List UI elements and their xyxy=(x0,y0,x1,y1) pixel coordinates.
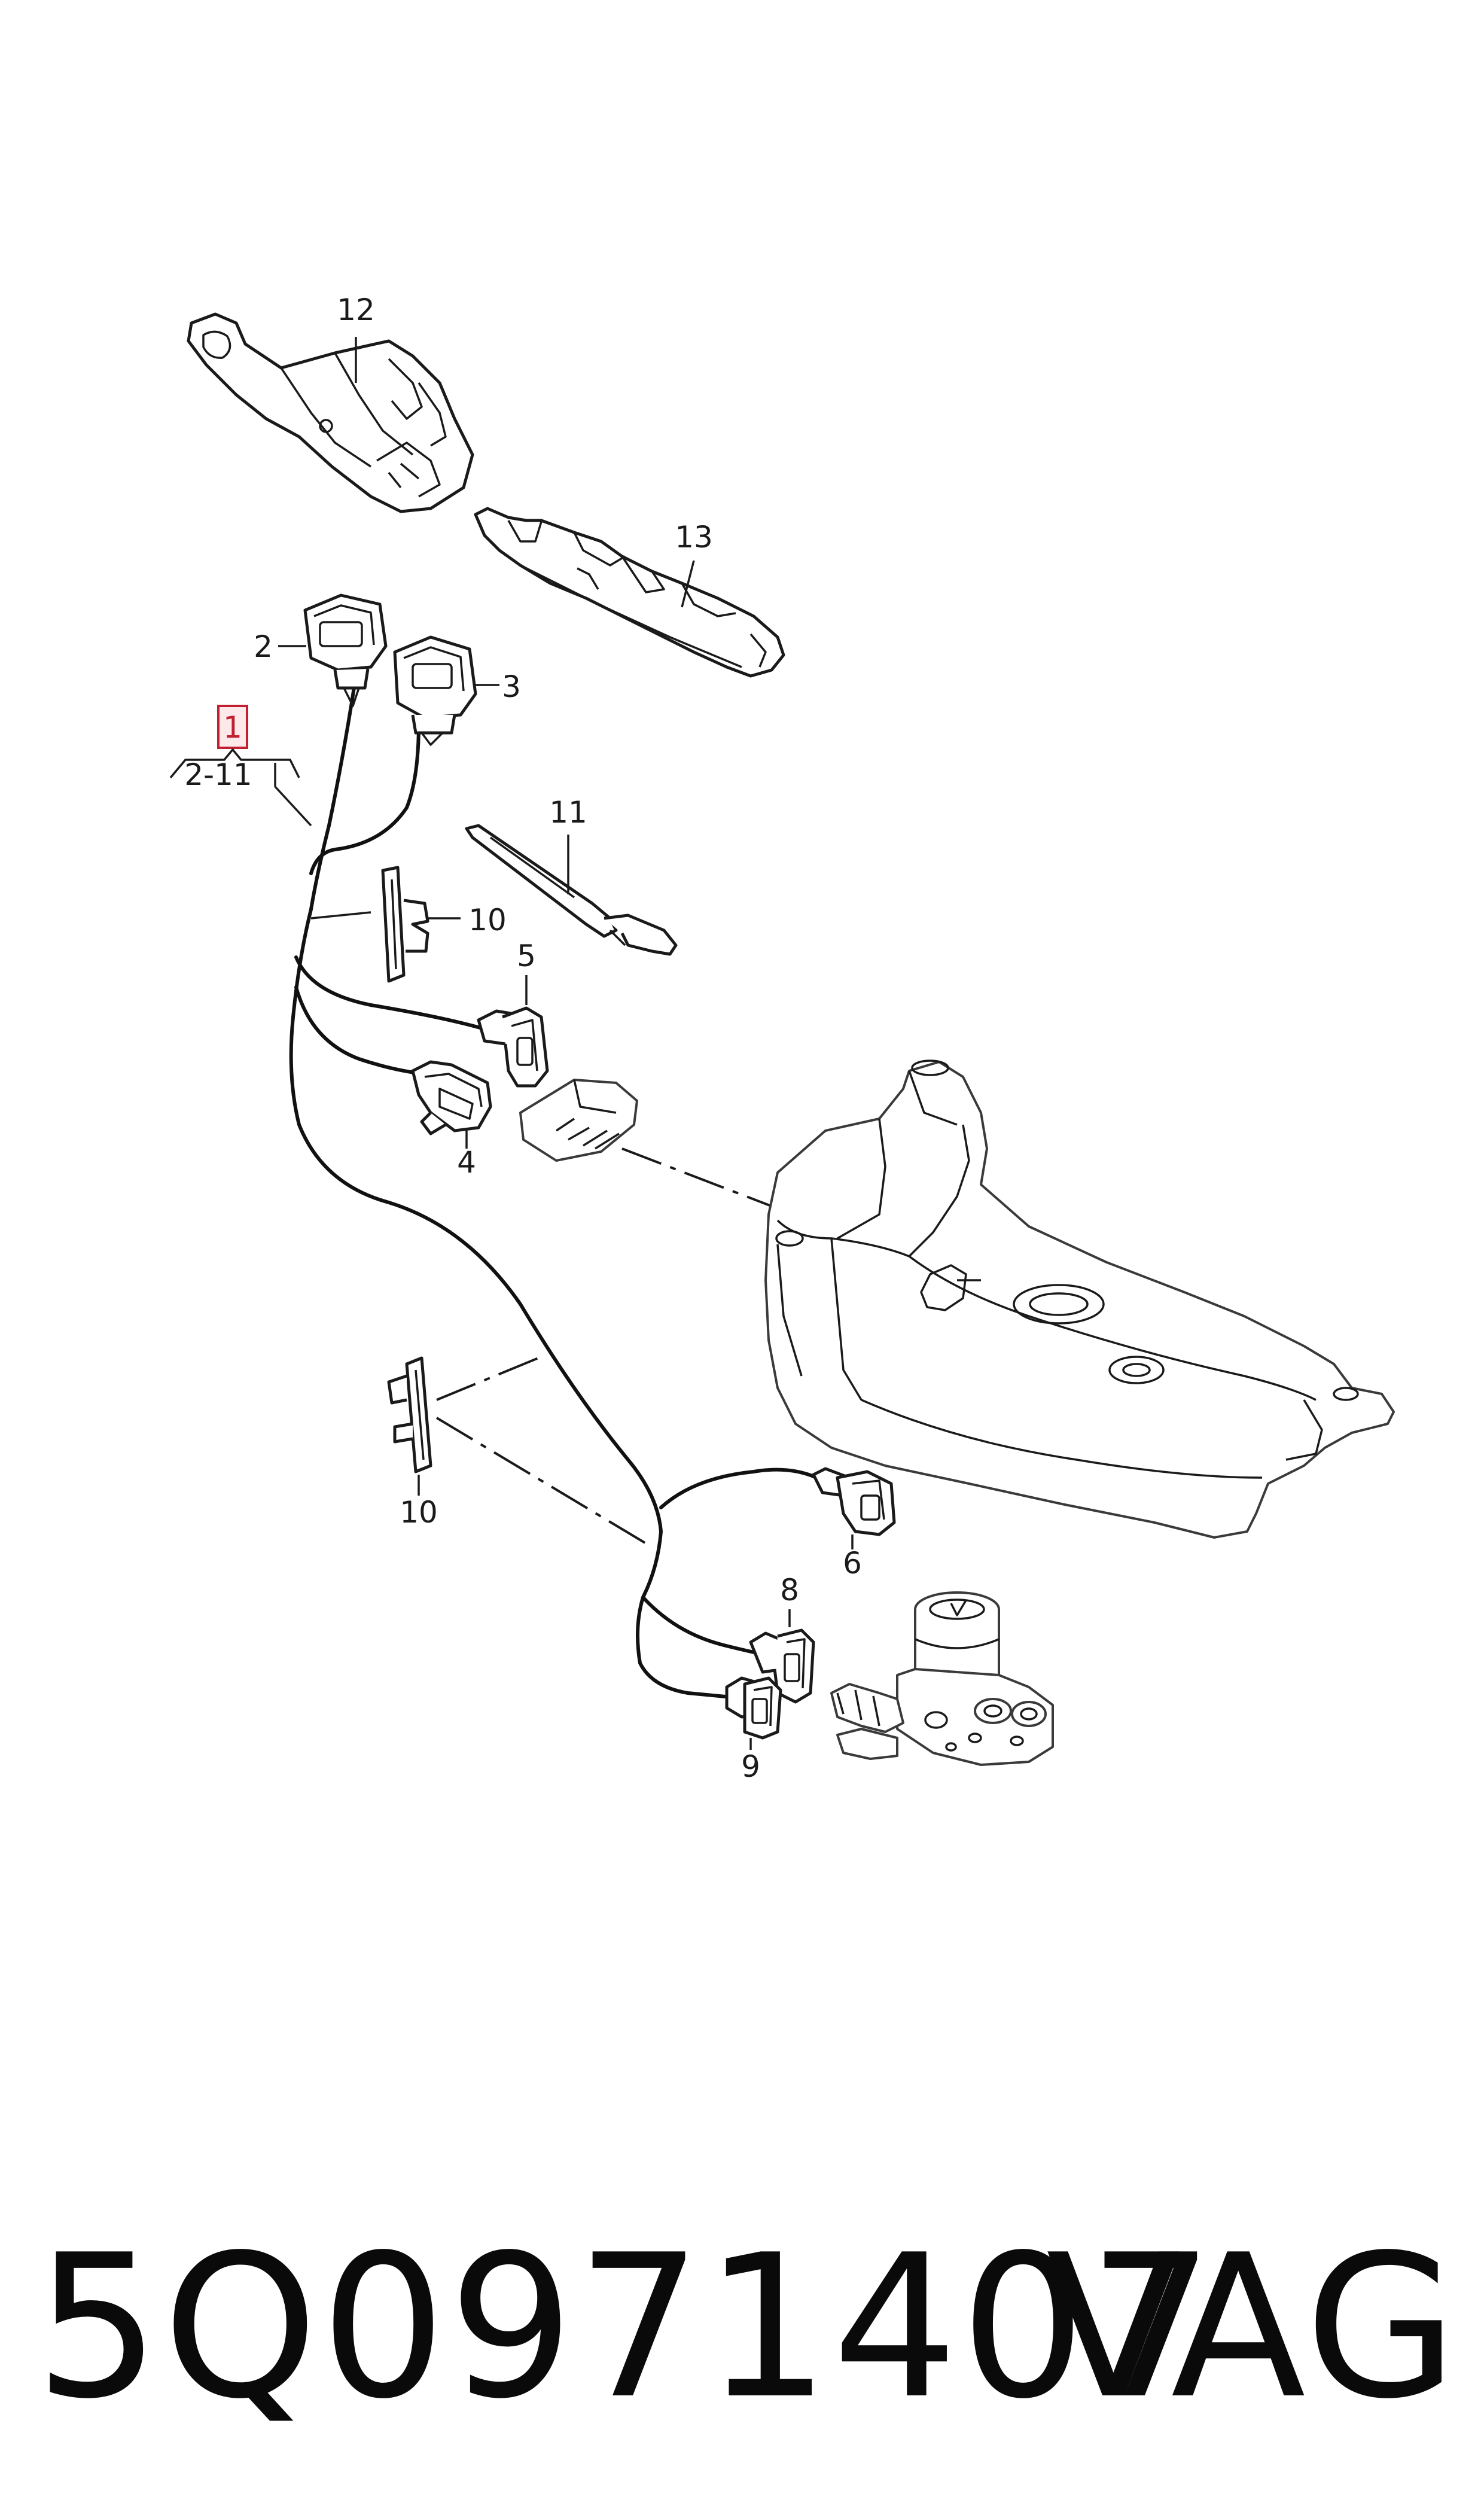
callout-4: 4 xyxy=(457,1145,476,1180)
dashdot-line-clip-lower xyxy=(435,1417,647,1545)
callout-12: 12 xyxy=(337,293,375,327)
dashdot-line-tank xyxy=(621,1147,778,1210)
leader-13 xyxy=(681,560,695,608)
tank-reference xyxy=(764,1059,1395,1539)
pump-unit-reference xyxy=(830,1591,1054,1766)
connector-part-8 xyxy=(749,1628,815,1704)
brand-label: VAG xyxy=(1046,2212,1460,2442)
cable-tie-part-11 xyxy=(465,824,678,956)
connector-part-6 xyxy=(812,1467,896,1536)
harness-callout-group: 1 2-11 xyxy=(169,705,312,827)
callout-3: 3 xyxy=(502,669,521,704)
connector-part-9 xyxy=(725,1676,782,1740)
callout-10-upper: 10 xyxy=(468,903,507,937)
connector-part-3 xyxy=(393,635,477,746)
callout-1-range: 2-11 xyxy=(184,757,252,792)
dashdot-line-clip-upper xyxy=(436,1357,539,1401)
part-number: 5Q0971407 xyxy=(35,2212,1217,2442)
highlight-box xyxy=(217,705,248,749)
bracket-part-12 xyxy=(187,312,474,513)
clip-part-10-upper xyxy=(381,866,429,983)
connector-part-2 xyxy=(303,593,388,707)
mating-connector-ghost xyxy=(519,1079,638,1162)
callout-1: 1 xyxy=(223,710,242,745)
callout-9: 9 xyxy=(741,1749,760,1784)
footer: 5Q0971407 VAG xyxy=(0,2208,1484,2459)
rail-part-13 xyxy=(474,507,785,678)
connector-part-4 xyxy=(411,1060,492,1135)
callout-8: 8 xyxy=(780,1573,799,1607)
callout-13: 13 xyxy=(675,520,713,555)
harness-wires xyxy=(289,674,818,1701)
connector-part-5 xyxy=(477,1006,549,1088)
wiring-harness-exploded-diagram: 12 13 2 3 xyxy=(169,293,1395,1784)
callout-6: 6 xyxy=(843,1546,862,1581)
callout-10-lower: 10 xyxy=(400,1495,438,1530)
callout-11: 11 xyxy=(549,795,587,830)
callout-2: 2 xyxy=(254,629,273,664)
clip-part-10-lower xyxy=(387,1356,432,1473)
callout-5: 5 xyxy=(517,939,536,973)
